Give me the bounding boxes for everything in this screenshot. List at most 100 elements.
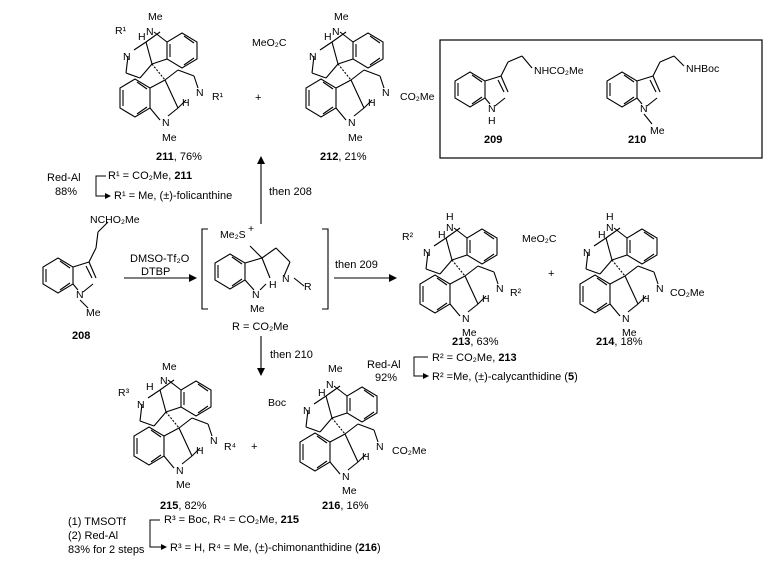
compound-216-caption: 216, 16% (322, 500, 369, 512)
indole-n-208: N (76, 289, 84, 301)
n-methyl-208: Me (86, 307, 101, 319)
step-1-tmsotf: (1) TMSOTf (68, 516, 127, 528)
pyrrolidine-n-bottom: N (382, 87, 390, 99)
indoline-n-bottom: N (176, 465, 184, 477)
redal-line-211: R¹ = CO₂Me, 211 (108, 170, 192, 182)
sulfonium-charge: + (248, 223, 254, 235)
compound-211-caption: 211, 76% (156, 151, 202, 163)
pyrrolidine-n-bottom: N (656, 283, 664, 295)
n-methyl-top: Me (328, 363, 343, 375)
steps-line-215: R³ = Boc, R⁴ = CO₂Me, 215 (164, 514, 299, 526)
n-methyl-bottom: Me (342, 485, 357, 497)
compound-208-label: 208 (72, 330, 90, 342)
r2-left: R² (402, 231, 414, 243)
indoline-nh-top: N (446, 222, 454, 234)
label-then-208: then 208 (269, 186, 312, 198)
r4-label: R⁴ (224, 441, 236, 453)
indoline-n-int: N (252, 289, 260, 301)
pyrrolidine-n-bottom: N (196, 87, 204, 99)
indoline-n-top: N (160, 375, 168, 387)
plus-sign: + (255, 92, 261, 104)
carbamate-bottom: CO₂Me (670, 287, 705, 299)
r-group-int: R (304, 281, 312, 293)
h-top: H (146, 381, 154, 393)
pyrrolidine-n-top: N (137, 399, 145, 411)
step-2-redal: (2) Red-Al (68, 530, 118, 542)
indoline-n-bottom: N (348, 117, 356, 129)
carbamate-209: NHCO₂Me (534, 65, 584, 77)
r3-label: R³ (118, 387, 130, 399)
compound-209: NHCO₂Me N H (454, 55, 584, 127)
redal-reagent-1: Red-Al (47, 172, 81, 184)
h-bottom: H (362, 451, 370, 463)
nh-top: H (606, 211, 614, 223)
plus-sign-bottom: + (251, 441, 257, 453)
h-bottom: H (368, 97, 376, 109)
compound-209-label: 209 (484, 134, 502, 146)
indoline-n-top: N (332, 26, 340, 38)
compound-212-caption: 212, 21% (320, 151, 367, 163)
h-top: H (318, 387, 326, 399)
compound-215-caption: 215, 82% (160, 500, 207, 512)
indoline-nh-top: N (606, 222, 614, 234)
indole-n-210: N (640, 103, 648, 115)
sulfonium-label: Me₂S (220, 229, 246, 241)
redal-line-folicanthine: R¹ = Me, (±)-folicanthine (114, 190, 232, 202)
n-methyl-top: Me (162, 361, 177, 373)
n-methyl-top: Me (148, 11, 163, 23)
compound-214-caption: 214, 18% (596, 336, 643, 348)
indole-h-209: H (488, 115, 496, 127)
indole-n-209: N (488, 103, 496, 115)
compound-210: NHBoc N Me (606, 55, 719, 137)
compound-213-caption: 213, 63% (452, 336, 499, 348)
n-methyl-bottom: Me (348, 132, 363, 144)
boc-210: NHBoc (686, 63, 719, 75)
redal-yield-1: 88% (55, 186, 77, 198)
pyrrolidine-n-top: N (303, 405, 311, 417)
label-then-210: then 210 (270, 349, 313, 361)
reagent-dmso-tf2o: DMSO-Tf₂O (130, 253, 190, 265)
compound-208: NCHO₂Me N Me (42, 214, 140, 319)
h-top: H (598, 229, 606, 241)
redal-yield-2: 92% (375, 372, 397, 384)
r-definition: R = CO₂Me (232, 321, 289, 333)
h-top: H (138, 31, 146, 43)
compound-212: Me N MeO₂C N H N CO₂Me H N Me (252, 11, 435, 144)
pyrrolidine-n-bottom: N (210, 435, 218, 447)
h-int: H (269, 279, 277, 291)
plus-sign-right: + (548, 268, 554, 280)
starting-materials-box (439, 39, 763, 159)
steps-arrow (149, 519, 167, 550)
compound-215: Me N R³ N H N R⁴ H N Me (118, 361, 236, 491)
redal-arrow-2 (413, 356, 429, 379)
carbamate-208: NCHO₂Me (90, 214, 140, 226)
pyrrolidine-n-top: N (423, 247, 431, 259)
redal-line-213: R² = CO₂Me, 213 (432, 352, 517, 364)
indoline-n-bottom: N (462, 313, 470, 325)
reagent-dtbp: DTBP (141, 266, 170, 278)
redal-arrow-1 (95, 175, 111, 199)
pyrrolidine-n-top: N (583, 247, 591, 259)
indoline-n-top: N (146, 26, 154, 38)
pyrrolidine-n-int: N (282, 273, 290, 285)
steps-yield: 83% for 2 steps (68, 544, 145, 556)
indoline-n-top: N (326, 379, 334, 391)
n-methyl-210: Me (650, 125, 665, 137)
r2-right: R² (510, 287, 522, 299)
r1-right: R¹ (212, 91, 224, 103)
n-methyl-bottom: Me (622, 327, 637, 339)
h-bottom: H (182, 97, 190, 109)
compound-211: Me N R¹ N H N R¹ H N Me (115, 11, 224, 144)
h-bottom: H (196, 445, 204, 457)
compound-214: N H MeO₂C N H N CO₂Me H N Me (522, 211, 705, 339)
n-methyl-bottom: Me (176, 479, 191, 491)
carbamate-top: MeO₂C (252, 37, 287, 49)
steps-line-chimonanthidine: R³ = H, R⁴ = Me, (±)-chimonanthidine (21… (170, 542, 381, 554)
pyrrolidine-n-bottom: N (496, 283, 504, 295)
compound-210-label: 210 (628, 134, 646, 146)
label-then-209: then 209 (335, 259, 378, 271)
pyrrolidine-n-top: N (123, 51, 131, 63)
n-methyl-top: Me (334, 11, 349, 23)
n-methyl-bottom: Me (462, 327, 477, 339)
